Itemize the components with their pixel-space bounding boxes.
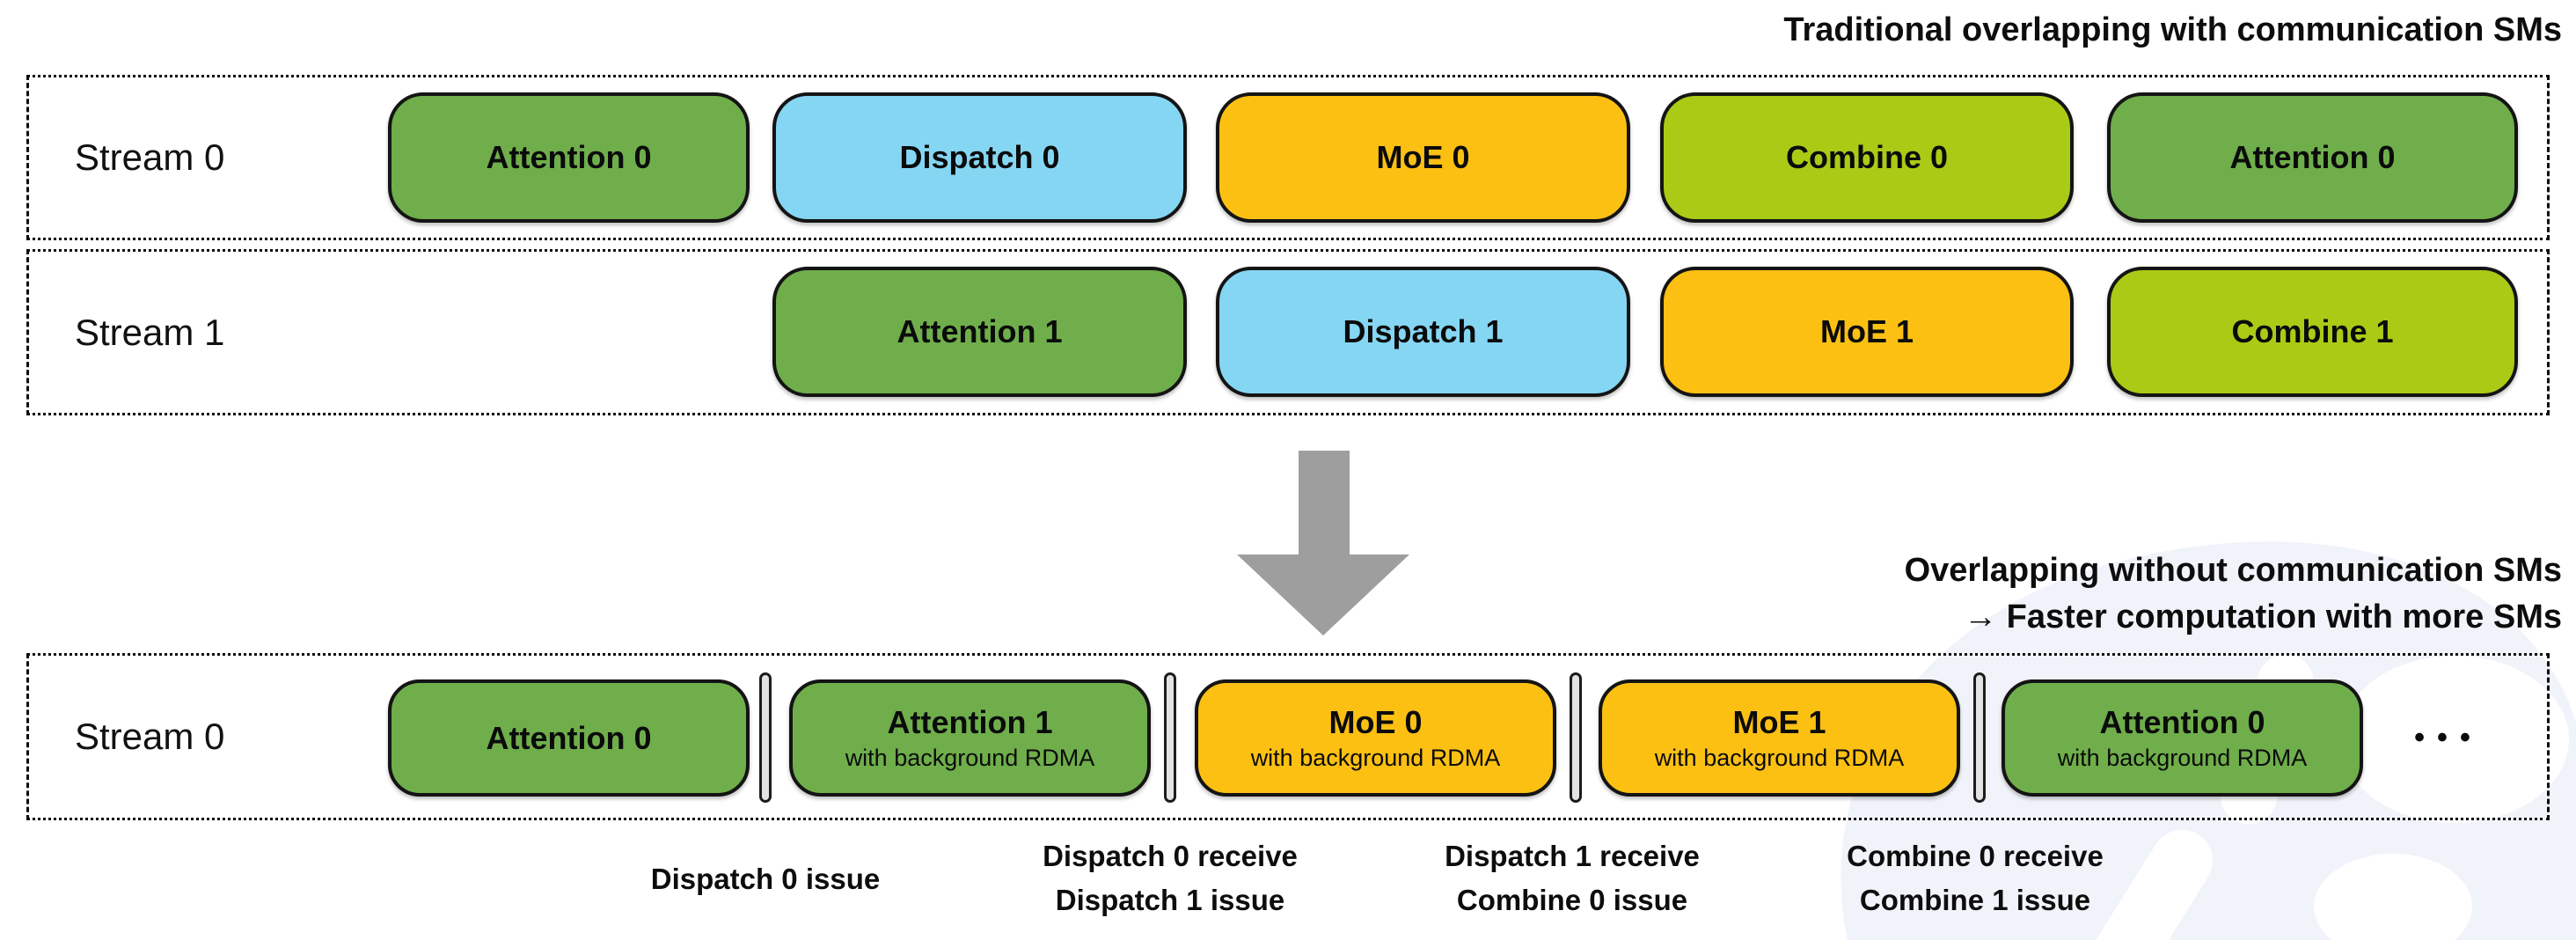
block-moe-1: MoE 1 bbox=[1660, 267, 2074, 397]
block-merged-moe-1: MoE 1 with background RDMA bbox=[1599, 679, 1960, 797]
block-attention-0: Attention 0 bbox=[388, 92, 750, 223]
block-combine-1: Combine 1 bbox=[2107, 267, 2518, 397]
stream-sync-separator bbox=[759, 672, 772, 803]
stream-sync-separator bbox=[1164, 672, 1176, 803]
stream-1-label: Stream 1 bbox=[75, 311, 225, 353]
rdma-subtitle: with background RDMA bbox=[2057, 745, 2308, 771]
rdma-subtitle: with background RDMA bbox=[1250, 745, 1501, 771]
stream-row-traditional-1: Stream 1 Attention 1 Dispatch 1 MoE 1 Co… bbox=[26, 249, 2550, 415]
block-moe-0: MoE 0 bbox=[1216, 92, 1630, 223]
title-overlap-line2: → Faster computation with more SMs bbox=[1964, 599, 2562, 635]
block-attention-0-next: Attention 0 bbox=[2107, 92, 2518, 223]
timeline-label-dispatch1-receive: Dispatch 1 receive Combine 0 issue bbox=[1445, 840, 1700, 916]
timeline-label-dispatch0-receive: Dispatch 0 receive Dispatch 1 issue bbox=[1043, 840, 1298, 916]
rdma-subtitle: with background RDMA bbox=[845, 745, 1095, 771]
title-overlap-line1: Overlapping without communication SMs bbox=[1904, 552, 2562, 589]
stream-row-traditional-0: Stream 0 Attention 0 Dispatch 0 MoE 0 Co… bbox=[26, 75, 2550, 240]
timeline-label-combine0-receive: Combine 0 receive Combine 1 issue bbox=[1847, 840, 2104, 916]
stream-sync-separator bbox=[1973, 672, 1986, 803]
stream-row-merged-0: Stream 0 Attention 0 Attention 1 with ba… bbox=[26, 653, 2550, 820]
block-dispatch-0: Dispatch 0 bbox=[772, 92, 1187, 223]
block-attention-1: Attention 1 bbox=[772, 267, 1187, 397]
stream-0-merged-label: Stream 0 bbox=[75, 716, 225, 757]
rdma-subtitle: with background RDMA bbox=[1654, 745, 1905, 771]
stream-sync-separator bbox=[1570, 672, 1582, 803]
block-merged-attention-0: Attention 0 bbox=[388, 679, 750, 797]
block-merged-attention-1: Attention 1 with background RDMA bbox=[789, 679, 1151, 797]
stream-0-label: Stream 0 bbox=[75, 136, 225, 178]
block-merged-moe-0: MoE 0 with background RDMA bbox=[1195, 679, 1556, 797]
block-merged-attention-0-next: Attention 0 with background RDMA bbox=[2002, 679, 2363, 797]
title-traditional: Traditional overlapping with communicati… bbox=[1783, 11, 2562, 48]
continuation-ellipsis: ••• bbox=[2414, 721, 2483, 754]
timeline-label-dispatch0-issue: Dispatch 0 issue bbox=[650, 863, 881, 895]
title-overlap: Overlapping without communication SMs → … bbox=[1905, 547, 2562, 641]
block-combine-0: Combine 0 bbox=[1660, 92, 2074, 223]
block-dispatch-1: Dispatch 1 bbox=[1216, 267, 1630, 397]
